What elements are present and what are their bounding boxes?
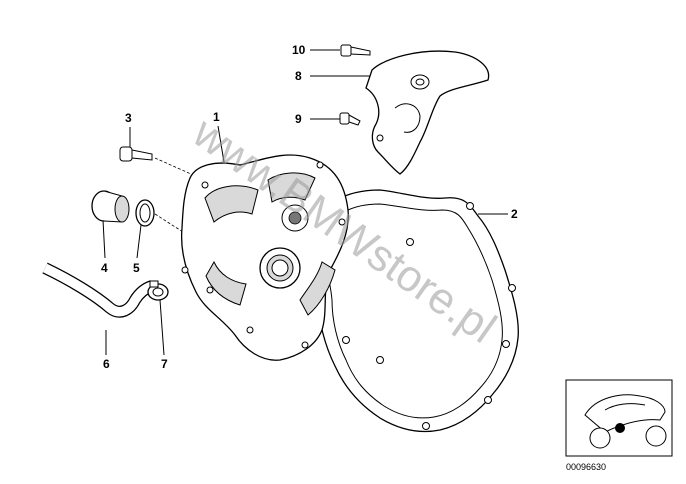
cover-plate-part-8[interactable] <box>365 50 490 175</box>
catalog-number: 00096630 <box>566 462 606 472</box>
callout-3[interactable]: 3 <box>125 111 132 125</box>
callout-5[interactable]: 5 <box>133 261 140 275</box>
location-marker-icon <box>615 423 625 433</box>
callout-7[interactable]: 7 <box>161 357 168 371</box>
bolt-part-10[interactable] <box>340 44 371 57</box>
callout-1[interactable]: 1 <box>213 110 220 124</box>
callout-10[interactable]: 10 <box>292 43 306 57</box>
plug-part-4[interactable] <box>91 190 130 223</box>
callout-9[interactable]: 9 <box>295 112 302 126</box>
hose-clamp-part-7[interactable] <box>147 280 169 301</box>
leader-lines <box>102 49 508 356</box>
housing-cover-part-1[interactable] <box>180 154 349 361</box>
gasket-part-2[interactable] <box>309 189 519 433</box>
hose-part-6[interactable] <box>42 262 155 318</box>
motorcycle-thumbnail <box>565 379 673 457</box>
callout-6[interactable]: 6 <box>103 357 110 371</box>
callout-8[interactable]: 8 <box>295 69 302 83</box>
callout-4[interactable]: 4 <box>101 261 108 275</box>
screw-part-3[interactable] <box>119 146 153 162</box>
callout-2[interactable]: 2 <box>511 207 518 221</box>
seal-ring-part-5[interactable] <box>135 199 155 227</box>
bolt-part-9[interactable] <box>339 112 361 126</box>
